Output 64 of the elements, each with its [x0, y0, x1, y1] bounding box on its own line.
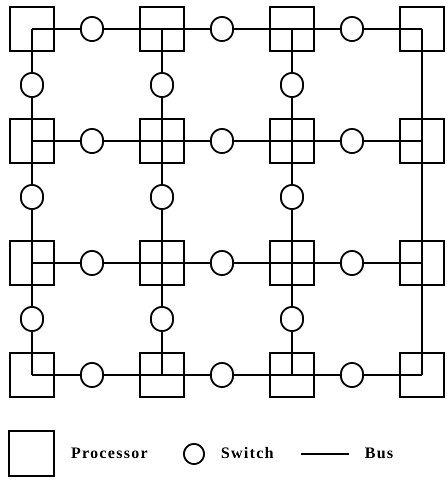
- bus-line: [185, 262, 210, 264]
- bus-line: [31, 286, 33, 306]
- processor-box: [139, 118, 185, 164]
- bus-line: [31, 52, 33, 72]
- legend-text: Switch: [220, 444, 275, 464]
- processor-box: [139, 240, 185, 286]
- processor-box: [269, 6, 315, 52]
- bus-line: [31, 332, 33, 352]
- bus-line: [31, 164, 33, 184]
- bus-line: [185, 28, 210, 30]
- processor-box: [399, 240, 445, 286]
- processor-box: [9, 118, 55, 164]
- bus-line: [104, 374, 139, 376]
- bus-line: [104, 28, 139, 30]
- legend-text: Bus: [364, 444, 394, 464]
- processor-box: [269, 240, 315, 286]
- bus-line: [291, 210, 293, 240]
- bus-line: [421, 164, 423, 240]
- bus-line: [161, 286, 163, 306]
- bus-line: [234, 140, 269, 142]
- bus-line: [161, 164, 163, 184]
- bus-line: [421, 286, 423, 352]
- bus-line: [31, 98, 33, 118]
- bus-line: [185, 140, 210, 142]
- bus-line: [291, 52, 293, 72]
- bus-line: [291, 164, 293, 184]
- bus-line: [161, 52, 163, 72]
- bus-line: [315, 140, 340, 142]
- bus-line: [291, 286, 293, 306]
- bus-line: [55, 374, 80, 376]
- bus-line: [364, 28, 399, 30]
- bus-line: [55, 262, 80, 264]
- bus-line: [234, 374, 269, 376]
- bus-line: [364, 140, 399, 142]
- bus-line: [315, 374, 340, 376]
- bus-line: [161, 210, 163, 240]
- processor-box: [9, 6, 55, 52]
- processor-box: [9, 240, 55, 286]
- bus-line: [185, 374, 210, 376]
- bus-line: [104, 140, 139, 142]
- bus-line: [55, 140, 80, 142]
- bus-line: [291, 332, 293, 352]
- processor-box: [399, 6, 445, 52]
- bus-line: [291, 98, 293, 118]
- bus-line: [161, 332, 163, 352]
- processor-box: [9, 352, 55, 398]
- processor-box: [139, 352, 185, 398]
- legend-text: Processor: [71, 444, 149, 464]
- processor-box: [139, 6, 185, 52]
- processor-box: [399, 118, 445, 164]
- bus-line: [234, 28, 269, 30]
- bus-line: [31, 210, 33, 240]
- bus-line: [364, 374, 399, 376]
- bus-line: [315, 28, 340, 30]
- bus-line: [161, 98, 163, 118]
- bus-line: [364, 262, 399, 264]
- bus-line: [315, 262, 340, 264]
- processor-box: [269, 118, 315, 164]
- bus-line: [55, 28, 80, 30]
- bus-line: [421, 52, 423, 118]
- bus-line: [104, 262, 139, 264]
- processor-box: [399, 352, 445, 398]
- bus-line: [234, 262, 269, 264]
- processor-box: [269, 352, 315, 398]
